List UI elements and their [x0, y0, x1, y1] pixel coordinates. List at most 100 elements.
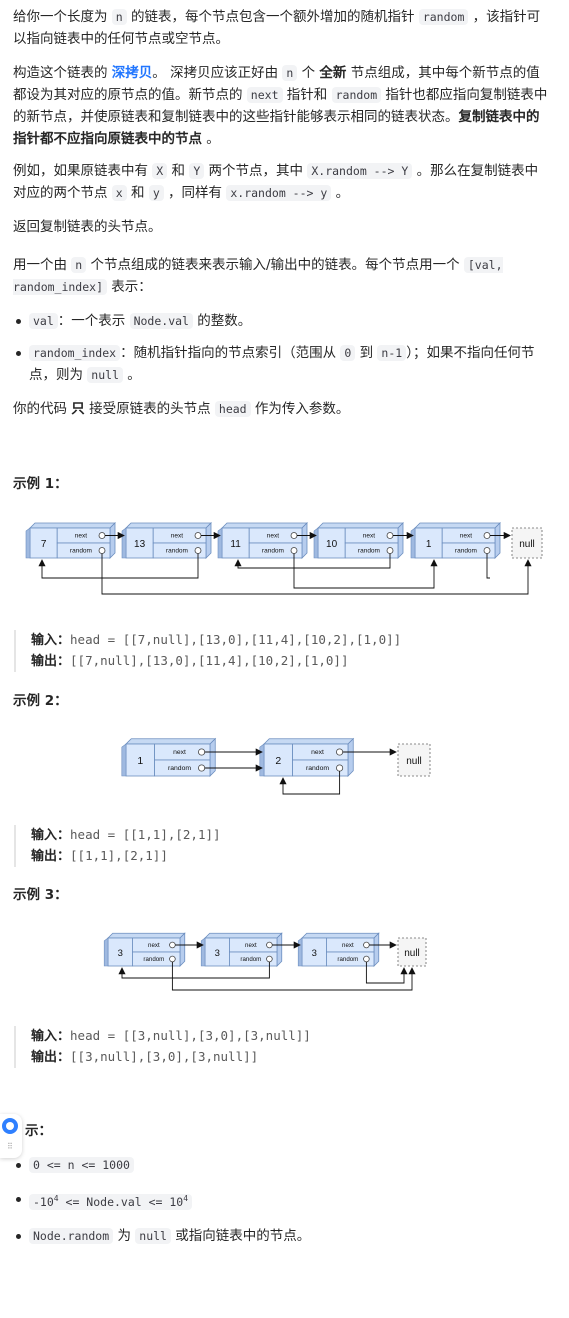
node-left-face: [297, 937, 303, 967]
node-value: 3: [215, 948, 220, 959]
random-pointer-dot: [290, 547, 298, 554]
next-pointer-dot: [266, 941, 273, 949]
node-top-face: [125, 738, 217, 745]
list-item: Node.random 为 null 或指向链表中的节点。: [16, 1225, 549, 1247]
next-pointer-dot: [290, 532, 298, 539]
node-random-box: [56, 542, 111, 559]
random-arrow-segment: [486, 553, 490, 579]
null-label: null: [404, 948, 420, 959]
null-node: null: [397, 743, 431, 777]
node-random-label: random: [337, 956, 358, 963]
node-left-face: [200, 937, 206, 967]
node-random-box: [326, 951, 375, 967]
node-side-face: [205, 522, 212, 559]
random-arrow: [279, 771, 341, 795]
param-paragraph: 你的代码 只 接受原链表的头节点 head 作为传入参数。: [13, 401, 350, 417]
random-arrow: [38, 553, 199, 579]
return-paragraph: 返回复制链表的头节点。: [13, 219, 162, 235]
node-left-face: [410, 527, 416, 559]
node-left-face: [121, 743, 127, 777]
null-label: null: [406, 756, 422, 767]
list-item: 0 <= n <= 1000: [16, 1154, 549, 1176]
node-next-label: next: [148, 942, 160, 949]
random-pointer-dot: [336, 764, 344, 772]
node-random-box: [441, 542, 496, 559]
random-pointer-dot: [386, 547, 394, 554]
node-top-face: [125, 522, 212, 529]
drag-handle-icon[interactable]: ⠿: [7, 1142, 13, 1151]
deep-copy-paragraph: 构造这个链表的 深拷贝。 深拷贝应该正好由 n 个 全新 节点组成，其中每个新节…: [13, 65, 548, 147]
node-random-box: [152, 542, 207, 559]
random-arrow: [293, 553, 438, 589]
node-next-label: next: [342, 942, 354, 949]
next-pointer-dot: [169, 941, 176, 949]
node-next-label: next: [75, 533, 87, 540]
field-list: val：一个表示 Node.val 的整数。 random_index：随机指针…: [13, 310, 549, 386]
example-paragraph: 例如，如果原链表中有 X 和 Y 两个节点，其中 X.random --> Y …: [13, 163, 539, 201]
random-arrow: [171, 962, 416, 991]
example-3-title: 示例 3：: [13, 887, 68, 903]
assistant-float-button[interactable]: ⠿: [0, 1114, 22, 1158]
node-next-label: next: [245, 942, 257, 949]
node-value: 1: [426, 539, 432, 550]
node-left-face: [217, 527, 223, 559]
node-top-face: [204, 932, 283, 939]
random-arrow: [365, 962, 408, 984]
next-pointer-dot: [483, 532, 491, 539]
next-pointer-dot: [98, 532, 106, 539]
list-item: random_index：随机指针指向的节点索引（范围从 0 到 n-1）；如果…: [16, 342, 549, 386]
list-item: val：一个表示 Node.val 的整数。: [16, 310, 549, 332]
node-left-face: [121, 527, 127, 559]
node-random-box: [132, 951, 181, 967]
node-side-face: [109, 522, 116, 559]
next-pointer-dot: [336, 748, 344, 756]
node-top-face: [107, 932, 186, 939]
node-val-box: [221, 527, 250, 559]
node-random-label: random: [168, 765, 191, 772]
node-side-face: [179, 932, 186, 967]
intro-paragraph: 给你一个长度为 n 的链表，每个节点包含一个额外增加的随机指针 random ，…: [13, 9, 541, 47]
random-pointer-dot: [98, 547, 106, 554]
node-top-face: [263, 738, 355, 745]
node-left-face: [103, 937, 109, 967]
node-value: 3: [312, 948, 317, 959]
null-label: null: [519, 539, 535, 550]
random-arrow: [101, 553, 532, 595]
node-random-box: [229, 951, 278, 967]
list-item: -104 <= Node.val <= 104: [16, 1188, 549, 1213]
node-random-label: random: [143, 956, 164, 963]
node-top-face: [221, 522, 308, 529]
list-node: 3 next random: [297, 932, 380, 967]
null-box: [397, 743, 431, 777]
node-value: 11: [230, 539, 241, 550]
node-side-face: [209, 737, 216, 777]
node-left-face: [25, 527, 31, 559]
node-side-face: [397, 522, 404, 559]
node-side-face: [373, 932, 380, 967]
node-random-box: [344, 542, 399, 559]
node-random-label: random: [306, 765, 329, 772]
node-val-box: [125, 527, 154, 559]
hints-title: 示：: [25, 1123, 52, 1139]
node-side-face: [347, 737, 354, 777]
example-1-diagram: 7nextrandom13nextrandom11nextrandom10nex…: [25, 522, 543, 595]
null-node: null: [397, 937, 427, 967]
deep-copy-link[interactable]: 深拷贝: [111, 65, 153, 81]
example-2-title: 示例 2：: [13, 693, 68, 709]
random-pointer-dot: [198, 764, 206, 772]
node-random-label: random: [358, 548, 380, 555]
node-next-label: next: [267, 533, 279, 540]
example-1-code: 输入：head = [[7,null],[13,0],[11,4],[10,2]…: [14, 630, 401, 672]
node-random-label: random: [455, 548, 477, 555]
node-left-face: [313, 527, 319, 559]
example-3-code: 输入：head = [[3,null],[3,0],[3,null]] 输出：[…: [14, 1026, 311, 1068]
